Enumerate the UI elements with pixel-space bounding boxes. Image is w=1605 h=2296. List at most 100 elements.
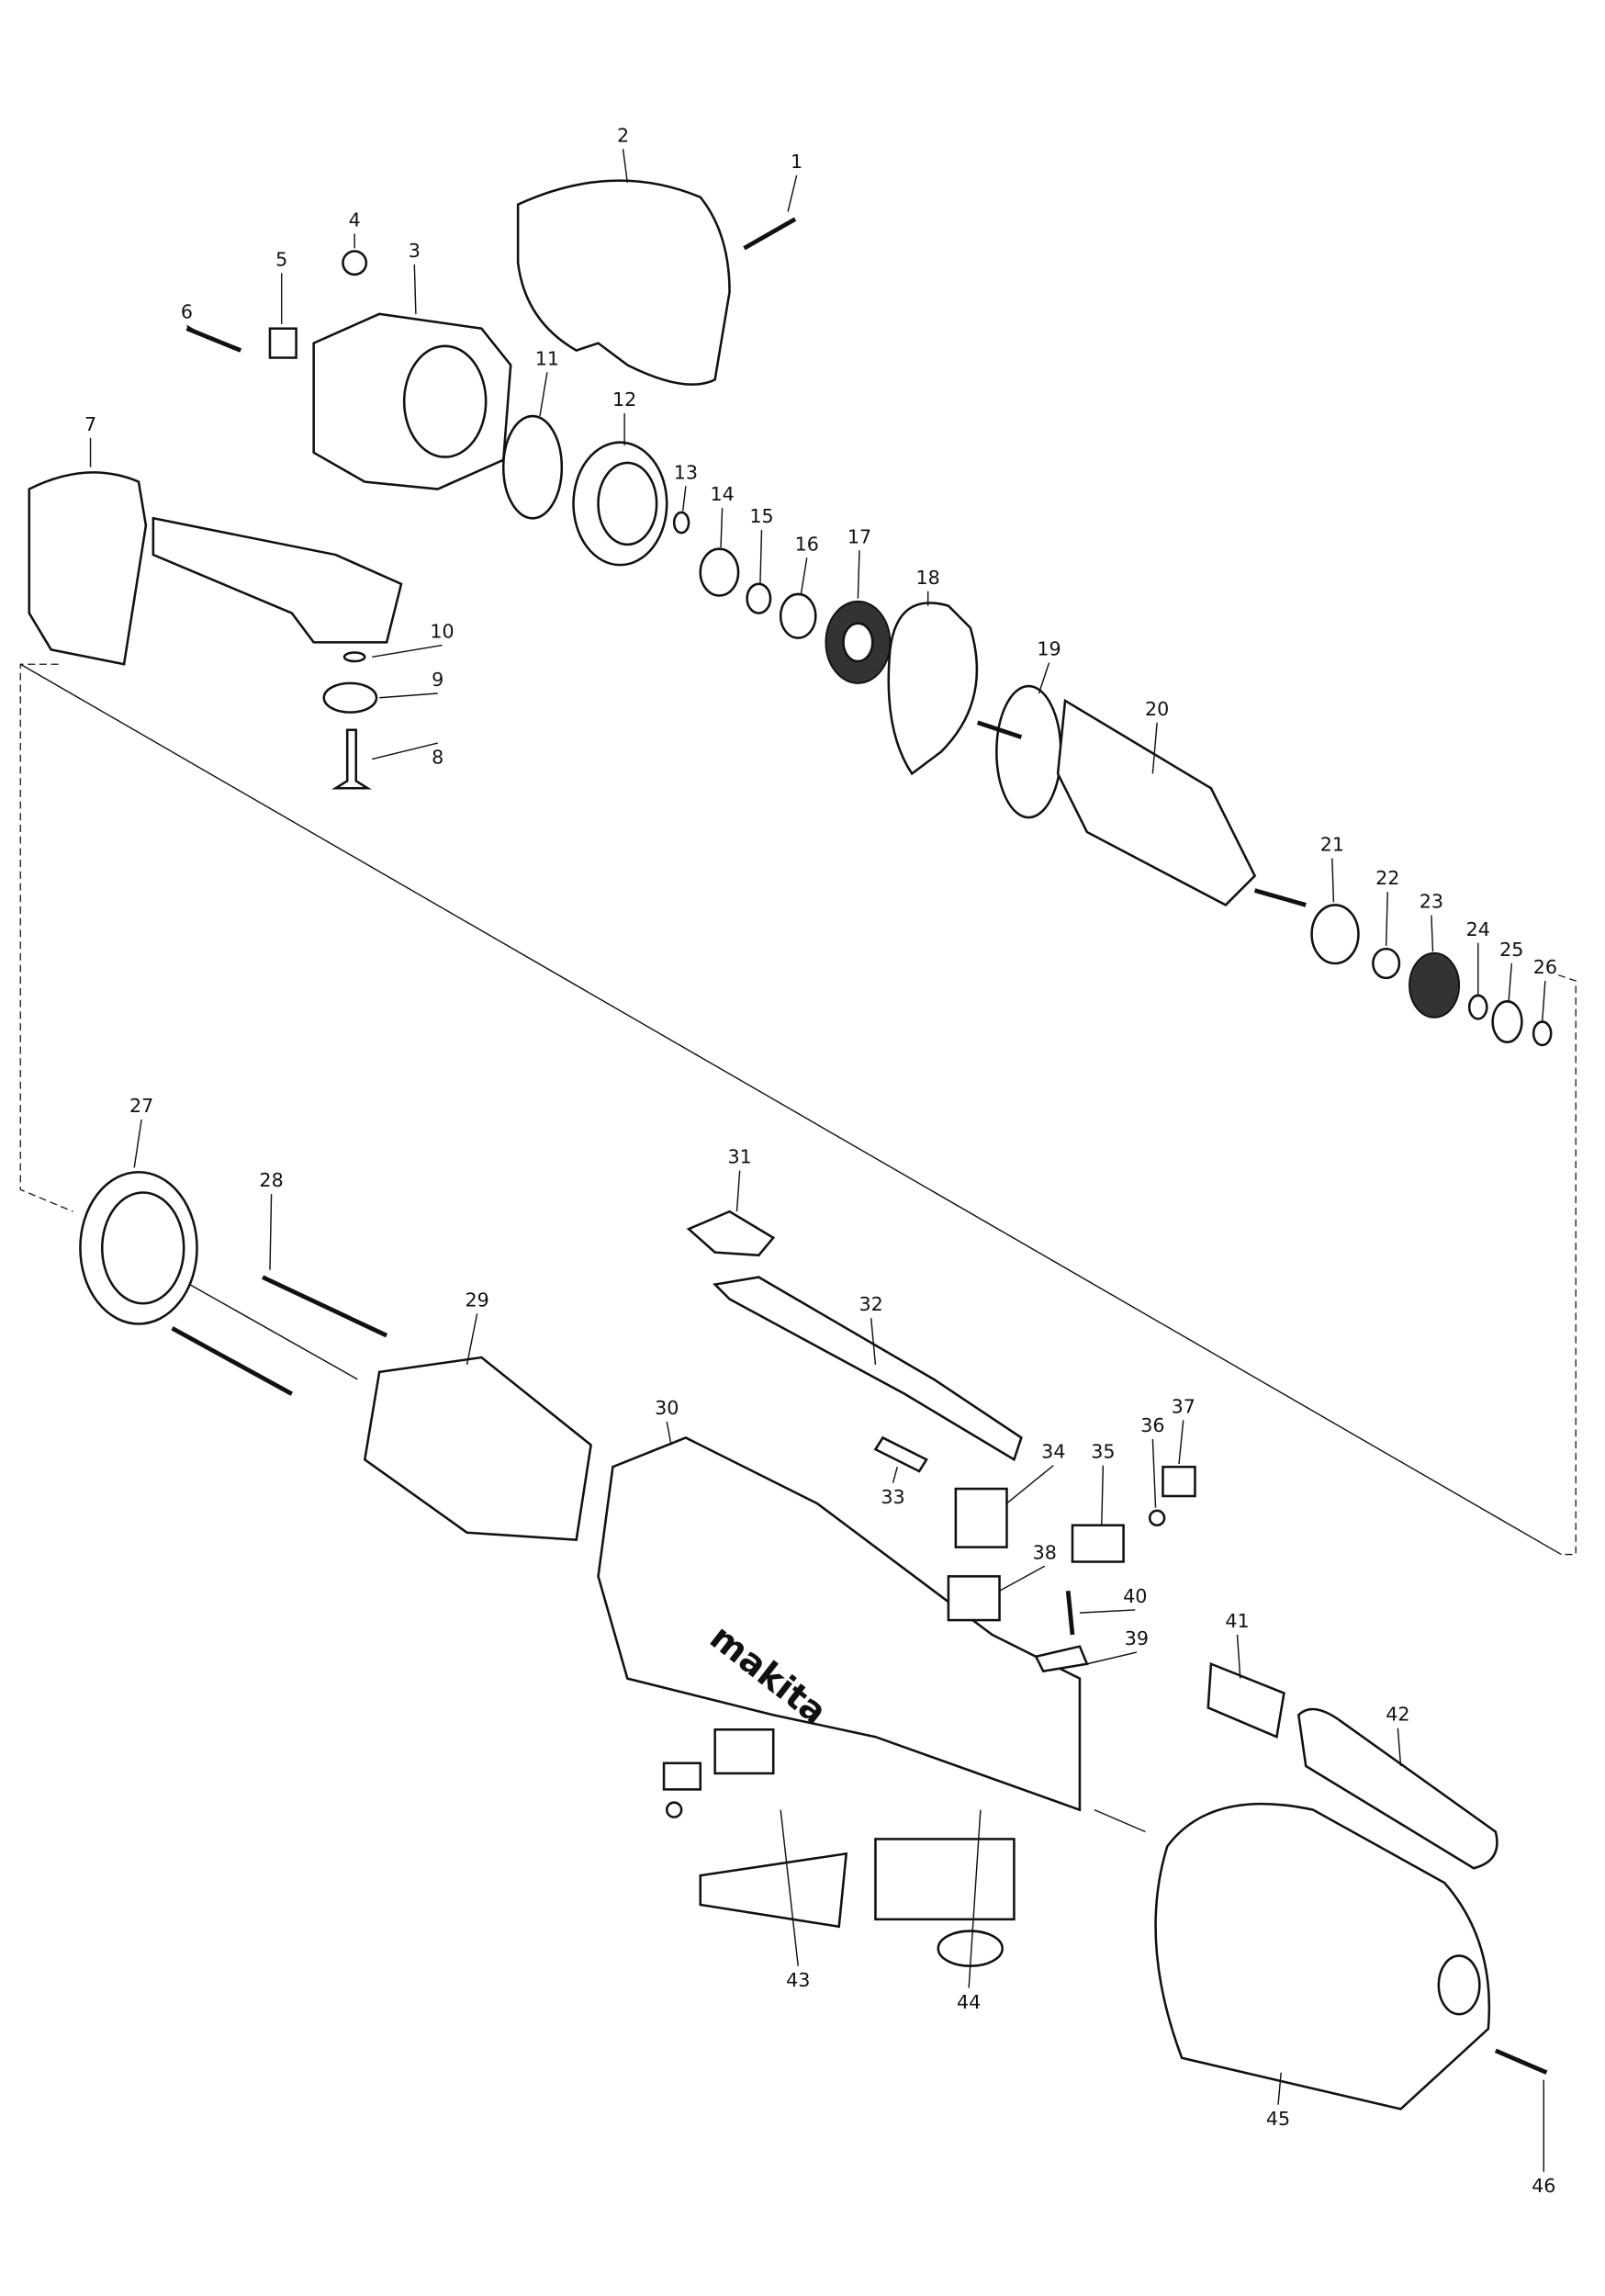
callout-44: 44: [957, 1809, 982, 2013]
callout-number: 13: [674, 461, 698, 483]
part-terminal-39: [1034, 1645, 1089, 1673]
leader-line: [186, 324, 205, 337]
callout-number: 21: [1320, 834, 1344, 856]
callout-24: 24: [1466, 918, 1490, 996]
callout-number: 24: [1466, 918, 1490, 940]
callout-number: 28: [259, 1169, 283, 1191]
callout-39: 39: [1086, 1627, 1149, 1665]
part-bearing-14: [699, 547, 740, 597]
part-cord-guard-42: [1296, 1707, 1498, 1870]
leader-line: [1397, 1728, 1402, 1767]
callout-5: 5: [275, 248, 287, 324]
callout-15: 15: [749, 505, 774, 584]
callout-number: 6: [181, 301, 193, 323]
callout-number: 34: [1041, 1441, 1065, 1463]
part-screw-1: [743, 217, 797, 251]
leader-line: [372, 644, 443, 658]
leader-line: [1101, 1465, 1105, 1525]
callout-12: 12: [612, 388, 636, 445]
leader-line: [372, 742, 438, 760]
callout-27: 27: [129, 1095, 153, 1168]
callout-43: 43: [780, 1809, 810, 1991]
callout-22: 22: [1375, 867, 1399, 946]
callout-number: 12: [612, 388, 636, 411]
callout-10: 10: [372, 621, 455, 658]
callout-2: 2: [617, 124, 629, 183]
part-rear-cover-45: [1154, 1802, 1491, 2110]
leader-line: [999, 1565, 1046, 1592]
part-blade: [152, 516, 403, 644]
leader-line: [1541, 980, 1546, 1022]
callout-19: 19: [1037, 638, 1061, 694]
leader-line: [1151, 722, 1158, 774]
callout-16: 16: [795, 533, 819, 595]
callout-number: 4: [349, 208, 361, 231]
part-cap-4: [342, 250, 368, 276]
callout-number: 29: [465, 1289, 488, 1311]
callout-number: 3: [409, 240, 421, 262]
part-clip-5: [268, 327, 297, 359]
callout-38: 38: [999, 1541, 1057, 1592]
leader-line: [1236, 1634, 1241, 1679]
callout-number: 46: [1532, 2175, 1555, 2197]
callout-number: 27: [129, 1095, 153, 1117]
callout-9: 9: [379, 669, 443, 699]
part-switch-lever-32: [713, 1276, 1023, 1462]
part-ring-26: [1532, 1020, 1553, 1047]
leader-line: [892, 1467, 898, 1483]
callout-number: 15: [749, 505, 773, 527]
callout-30: 30: [655, 1397, 679, 1446]
leader-line: [1006, 1465, 1054, 1504]
callout-26: 26: [1533, 956, 1557, 1022]
leader-line: [735, 1170, 741, 1212]
callout-11: 11: [535, 347, 559, 417]
callout-41: 41: [1225, 1610, 1250, 1679]
callout-6: 6: [181, 301, 205, 337]
leader-line: [1431, 915, 1434, 952]
callout-42: 42: [1386, 1704, 1409, 1767]
parts: makita: [28, 179, 1553, 2110]
callout-number: 31: [728, 1146, 752, 1168]
part-field-29: [363, 1356, 592, 1542]
part-flange-9: [322, 681, 378, 714]
leader-line: [1086, 1651, 1138, 1665]
callout-29: 29: [465, 1289, 489, 1366]
callout-number: 22: [1375, 867, 1399, 889]
callout-number: 14: [710, 483, 734, 505]
callout-number: 39: [1125, 1627, 1149, 1649]
leader-line: [1178, 1420, 1184, 1465]
part-washer-15: [746, 582, 772, 614]
part-armature-20: [1056, 698, 1257, 906]
callout-number: 2: [617, 124, 629, 146]
leader-line: [622, 149, 629, 183]
part-bearing-23: [1409, 951, 1461, 1019]
leader-line: [539, 372, 548, 417]
callout-34: 34: [1006, 1441, 1065, 1504]
leader-line: [1151, 1438, 1157, 1508]
part-bolt-8: [331, 728, 372, 790]
part-switch-knob-31: [686, 1210, 776, 1257]
leader-line: [787, 174, 798, 212]
callout-number: 17: [847, 525, 871, 547]
part-brush-37: [1162, 1465, 1196, 1498]
callout-number: 33: [881, 1486, 904, 1508]
leader-line: [1508, 962, 1513, 1002]
callout-number: 20: [1145, 698, 1169, 720]
callout-number: 44: [957, 1991, 981, 2013]
callout-number: 26: [1533, 956, 1557, 978]
leader-line: [666, 1421, 672, 1446]
part-sleeve-16: [779, 592, 817, 639]
part-cord-41: [1207, 1661, 1285, 1739]
callout-number: 23: [1420, 891, 1443, 913]
callout-number: 36: [1140, 1414, 1164, 1436]
leader-line: [759, 530, 763, 584]
part-insulation-43: [699, 1851, 848, 1929]
part-o-ring: [501, 414, 564, 520]
callout-23: 23: [1420, 891, 1443, 952]
part-front-cover: [28, 471, 148, 666]
callout-number: 5: [275, 248, 287, 270]
part-spring-33: [873, 1435, 928, 1473]
part-insulator-21: [1310, 904, 1360, 965]
